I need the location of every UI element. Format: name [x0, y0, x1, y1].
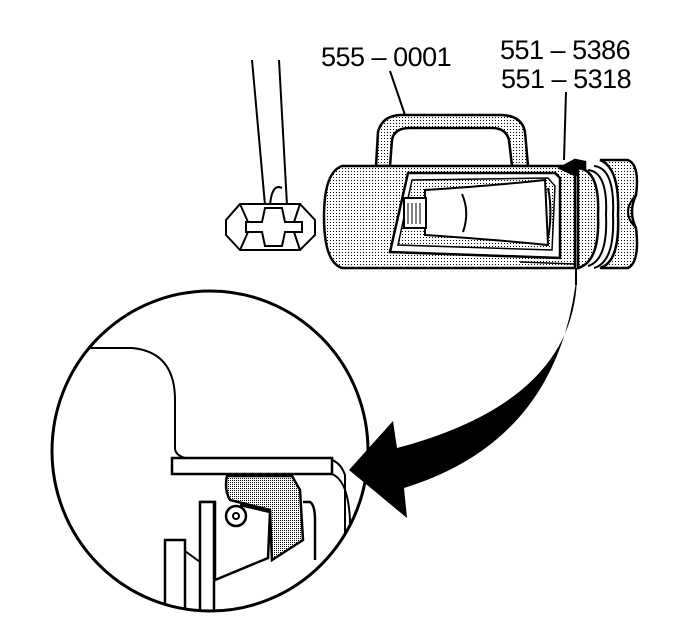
tool-body — [322, 164, 577, 270]
seal-assembly — [557, 158, 639, 270]
callout-551-5318: 551 – 5318 — [501, 64, 632, 94]
callout-555-0001: 555 – 0001 — [321, 42, 452, 72]
callout-551-5386: 551 – 5386 — [500, 35, 631, 65]
slide-hammer-icon — [225, 59, 316, 251]
detail-arrow-icon — [349, 272, 578, 518]
detail-magnifier — [50, 289, 370, 613]
tool-handle — [374, 113, 530, 168]
